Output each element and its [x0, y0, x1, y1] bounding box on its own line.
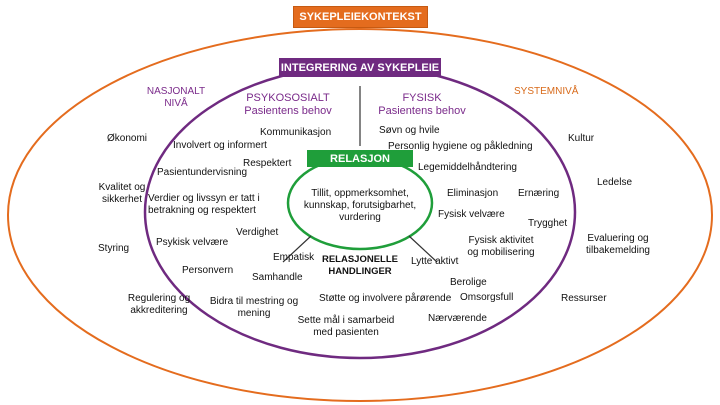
context-title: SYKEPLEIEKONTEKST — [299, 11, 422, 23]
relational-actions-title: RELASJONELLE HANDLINGER — [321, 254, 398, 277]
outer-left-item: Styring — [98, 243, 130, 254]
physical-item: Fysisk aktivitet og mobilisering — [467, 235, 535, 258]
national-level-label: NASJONALT NIVÅ — [146, 86, 206, 109]
actions-right-line — [408, 235, 438, 263]
outer-right-item: Ledelse — [597, 177, 633, 188]
context-ellipse — [7, 28, 713, 402]
physical-item: Fysisk velvære — [438, 209, 505, 220]
psychosocial-item: Involvert og informert — [173, 140, 267, 151]
physical-item: Trygghet — [528, 218, 568, 229]
outer-left-item: Regulering og akkreditering — [127, 293, 191, 316]
action-item: Nærværende — [428, 313, 487, 324]
physical-subtitle: Pasientens behov — [378, 105, 466, 117]
integration-title-box: INTEGRERING AV SYKEPLEIE — [279, 58, 441, 77]
action-item: Lytte aktivt — [411, 256, 459, 267]
relation-title: RELASJON — [330, 152, 390, 165]
physical-item: Søvn og hvile — [379, 125, 440, 136]
relation-title-box: RELASJON — [307, 150, 413, 167]
physical-item: Personlig hygiene og påkledning — [388, 141, 533, 152]
action-item: Personvern — [182, 265, 234, 276]
psychosocial-item: Psykisk velvære — [156, 237, 229, 248]
action-item: Omsorgsfull — [460, 292, 514, 303]
psychosocial-item: Respektert — [243, 158, 292, 169]
action-item: Samhandle — [252, 272, 303, 283]
psychosocial-subtitle: Pasientens behov — [244, 105, 332, 117]
context-title-box: SYKEPLEIEKONTEKST — [293, 6, 428, 28]
action-item: Bidra til mestring og mening — [209, 296, 299, 319]
physical-item: Ernæring — [518, 188, 560, 199]
psychosocial-item: Kommunikasjon — [260, 127, 332, 138]
action-item: Empatisk — [273, 252, 315, 263]
action-item: Støtte og involvere pårørende — [319, 293, 452, 304]
physical-title: FYSISK — [402, 92, 442, 104]
physical-item: Legemiddelhåndtering — [418, 162, 517, 173]
relation-center-text: Tillit, oppmerksomhet, kunnskap, forutsi… — [303, 188, 417, 223]
action-item: Berolige — [450, 277, 487, 288]
outer-left-item: Økonomi — [107, 133, 148, 144]
integration-title: INTEGRERING AV SYKEPLEIE — [280, 61, 440, 74]
actions-left-line — [282, 235, 312, 263]
action-item: Sette mål i samarbeid med pasienten — [297, 315, 395, 338]
outer-left-item: Kvalitet og sikkerhet — [98, 182, 146, 205]
system-level-label: SYSTEMNIVÅ — [514, 86, 579, 97]
psychosocial-item: Verdighet — [236, 227, 279, 238]
physical-item: Eliminasjon — [447, 188, 499, 199]
outer-right-item: Kultur — [568, 133, 595, 144]
outer-right-item: Ressurser — [561, 293, 607, 304]
psychosocial-title: PSYKOSOSIALT — [246, 92, 330, 104]
outer-right-item: Evaluering og tilbakemelding — [586, 233, 650, 256]
psychosocial-item: Pasientundervisning — [157, 167, 248, 178]
psychosocial-item: Verdier og livssyn er tatt i betrakning … — [148, 193, 260, 216]
